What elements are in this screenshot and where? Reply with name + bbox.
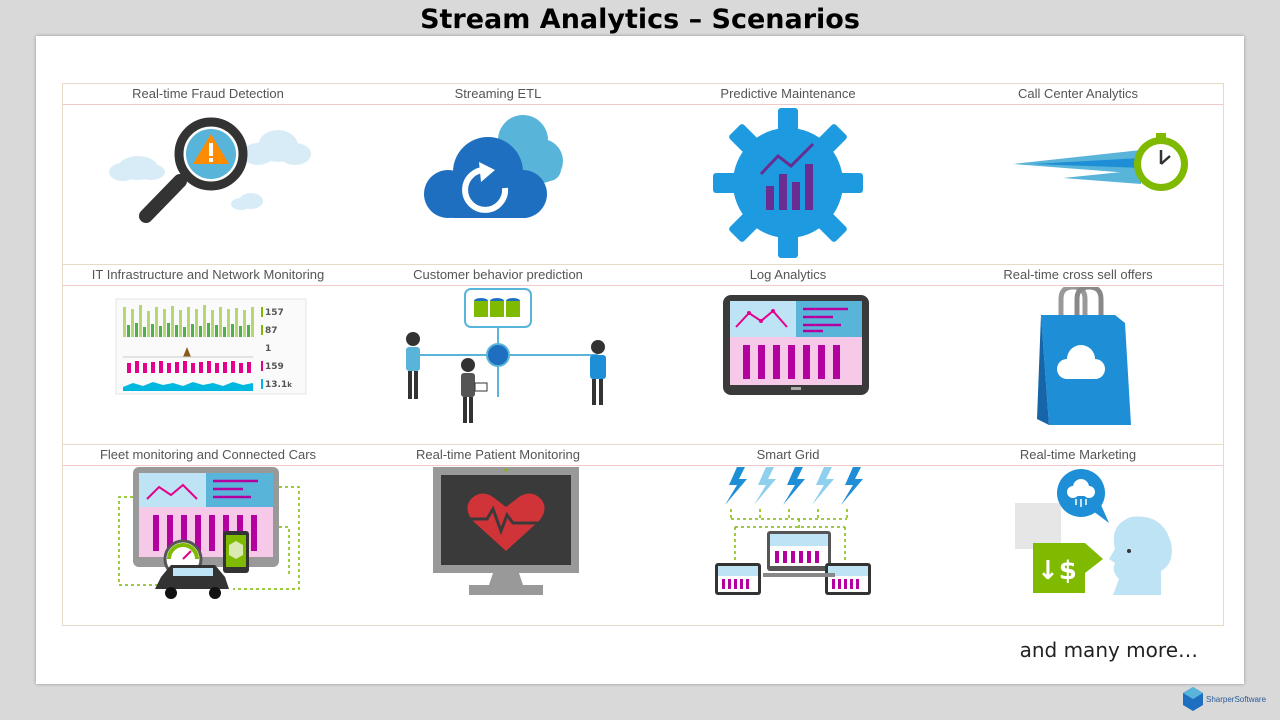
scenario-label: Log Analytics [749,267,827,282]
scenario-row: Fleet monitoring and Connected Cars [63,444,1223,625]
shopping-bag-icon [953,287,1203,442]
chat-marketing-icon: ↓$ [953,467,1203,622]
scenario-label: Real-time Fraud Detection [132,86,284,101]
metric-server-requests-unit: k [287,381,292,389]
scenario-label: Real-time cross sell offers [1003,267,1153,282]
scenario-label: Smart Grid [756,447,820,462]
connected-car-icon [83,467,333,622]
scenario-fleet-monitoring: Fleet monitoring and Connected Cars [63,445,353,625]
scenario-label: Predictive Maintenance [720,86,856,101]
scenario-smart-grid: Smart Grid [643,445,933,625]
magnifier-warning-icon [83,106,333,261]
metric-exceptions: 159 [265,362,284,372]
scenario-cross-sell: Real-time cross sell offers [933,265,1223,445]
scenario-customer-behavior: Customer behavior prediction [353,265,643,445]
scenario-label: Real-time Marketing [1019,447,1137,462]
svg-text:13.1k: 13.1k [265,380,292,390]
scenario-label: IT Infrastructure and Network Monitoring [91,267,325,282]
brand-name: SharperSoftware [1206,695,1267,704]
brand-logo-icon [1183,687,1203,711]
slide-title: Stream Analytics – Scenarios [420,4,860,35]
gear-chart-icon [663,106,913,261]
heart-monitor-icon [373,467,623,622]
scenario-real-time-marketing: Real-time Marketing ↓$ [933,445,1223,625]
metric-total-requests: 157 [265,308,284,318]
brand-logo: SharperSoftware [1182,686,1270,714]
scenario-fraud-detection: Real-time Fraud Detection [63,84,353,264]
scenario-label: Streaming ETL [454,86,542,101]
metric-server-requests: 13.1 [265,380,287,390]
scenario-label: Call Center Analytics [1018,86,1138,101]
cloud-refresh-icon [373,106,623,261]
scenario-label: Fleet monitoring and Connected Cars [99,447,317,462]
scenario-grid: Real-time Fraud Detection [62,83,1224,626]
price-glyph: ↓$ [1037,556,1077,586]
scenario-row: Real-time Fraud Detection [63,84,1223,264]
scenario-label: Real-time Patient Monitoring [415,447,581,462]
dashboard-metrics-icon: 157 87 1 159 13.1k [83,287,333,442]
scenario-log-analytics: Log Analytics [643,265,933,445]
slide-canvas: Real-time Fraud Detection [36,36,1244,684]
people-network-icon [373,287,623,442]
scenario-row: IT Infrastructure and Network Monitoring [63,264,1223,445]
lightning-grid-icon [663,467,913,622]
scenario-it-monitoring: IT Infrastructure and Network Monitoring [63,265,353,445]
scenario-streaming-etl: Streaming ETL [353,84,643,264]
metric-dependency-fails: 1 [265,344,271,354]
metric-failed-requests: 87 [265,326,278,336]
footer-note: and many more… [1019,638,1198,662]
clock-speed-icon [953,106,1203,261]
tablet-chart-icon [663,287,913,442]
scenario-predictive-maintenance: Predictive Maintenance [643,84,933,264]
scenario-label: Customer behavior prediction [413,267,583,282]
scenario-call-center: Call Center Analytics [933,84,1223,264]
scenario-patient-monitoring: Real-time Patient Monitoring [353,445,643,625]
